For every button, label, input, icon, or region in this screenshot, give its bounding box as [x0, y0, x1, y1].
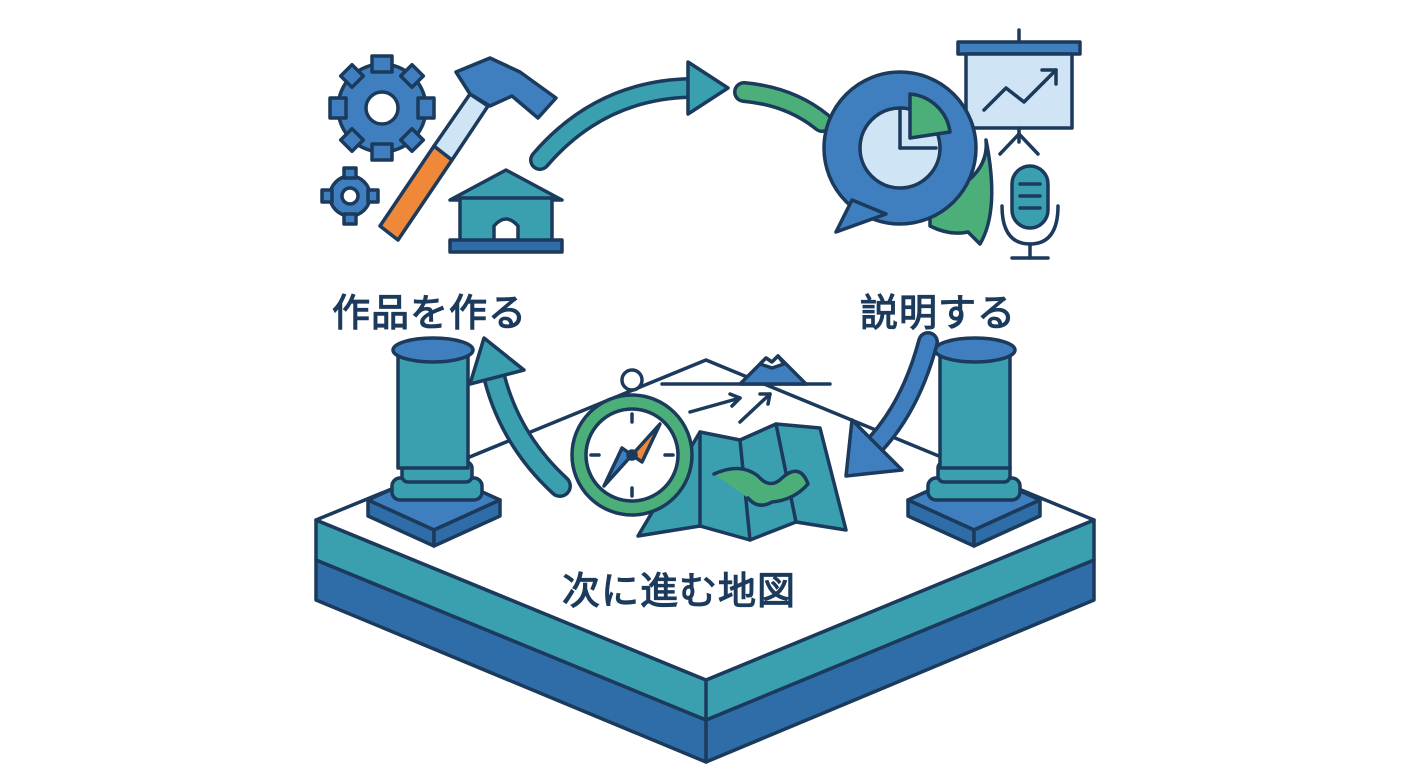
gear-icon: [328, 54, 436, 162]
house-icon: [448, 168, 564, 254]
gear-icon: [320, 166, 380, 226]
step-label-next-map: 次に進む地図: [562, 569, 797, 613]
cycle-arrow-right: [844, 331, 939, 478]
pillar-icon: [366, 336, 502, 548]
hammer-icon: [378, 56, 558, 242]
step-label-make: 作品を作る: [332, 291, 528, 335]
cycle-arrow-top: [529, 60, 833, 171]
pillar-icon: [906, 336, 1042, 548]
compass-icon: [570, 368, 694, 517]
mountain-icon: [660, 354, 832, 424]
presentation-board-icon: [956, 28, 1082, 156]
pie-chart-icon: [858, 92, 952, 190]
microphone-icon: [1000, 164, 1060, 260]
step-label-explain: 説明する: [860, 291, 1017, 335]
cycle-arrow-left: [468, 336, 572, 498]
